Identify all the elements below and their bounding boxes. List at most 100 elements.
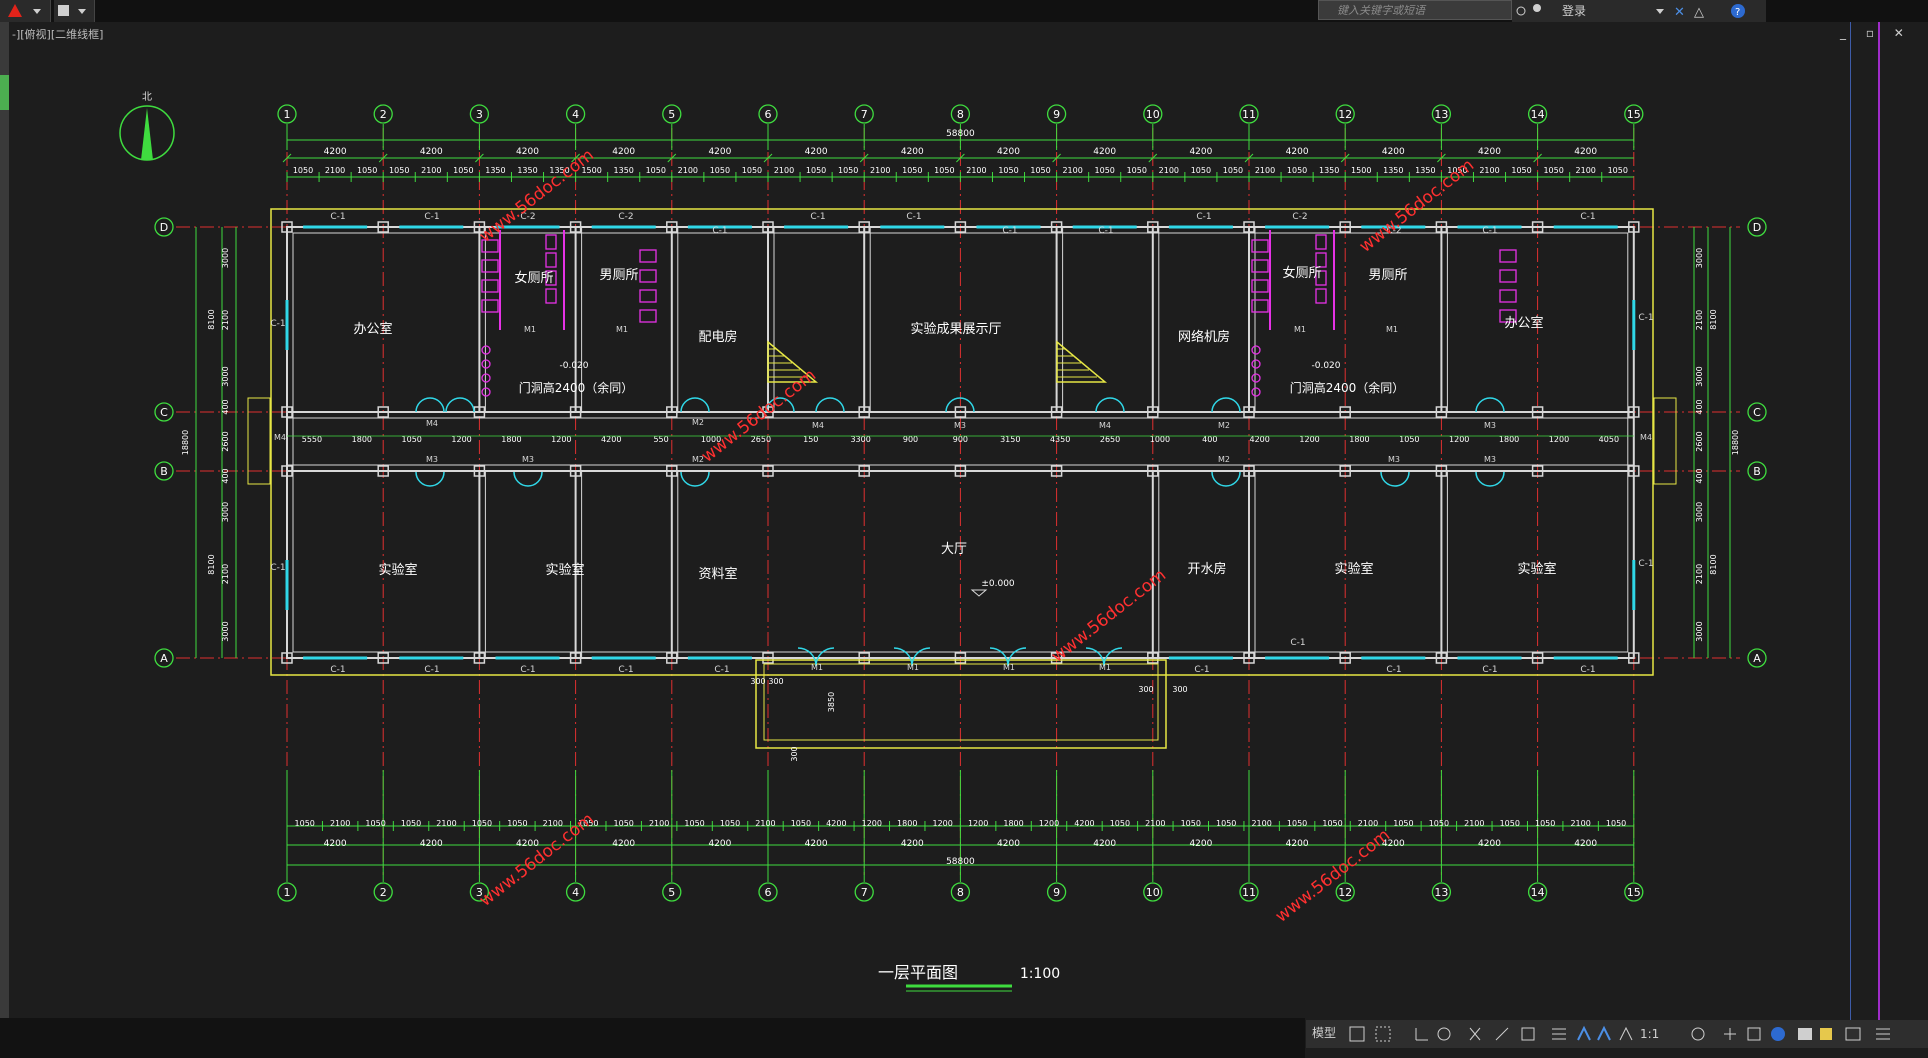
axis-number: 10 [1146, 886, 1160, 899]
viewport-edge-purple [1878, 22, 1880, 1022]
binoculars-icon[interactable] [1516, 6, 1526, 16]
annotation-scale-icon[interactable] [1619, 1026, 1633, 1041]
level-triangle-icon [970, 589, 988, 597]
axis-number: 13 [1434, 886, 1448, 899]
dimension-text: 2100 [221, 310, 230, 330]
viewport-controls-label[interactable]: -][俯视][二维线框] [12, 28, 104, 41]
door-swing [415, 397, 431, 413]
properties-icon[interactable] [1820, 1028, 1832, 1040]
dimension-text: 1050 [1511, 166, 1531, 175]
dimension-text: 300 [1138, 685, 1153, 694]
dimension-text: 2100 [774, 166, 794, 175]
axis-bubble [1527, 104, 1548, 124]
window-tag: C-1 [1386, 665, 1401, 675]
column [1243, 465, 1255, 477]
dimension-text: 4200 [1093, 839, 1116, 849]
dimension-text: 1050 [791, 819, 811, 828]
otrack-icon[interactable] [1495, 1027, 1509, 1041]
auto-scale-icon[interactable] [1597, 1025, 1611, 1041]
window-tag: C-2 [1292, 212, 1307, 222]
axis-bubble [277, 104, 297, 124]
clean-screen-icon[interactable] [1798, 1028, 1812, 1040]
a360-icon[interactable]: △ [1694, 5, 1704, 20]
axis-number: 8 [957, 108, 964, 121]
hardware-acceleration-icon[interactable] [1771, 1027, 1785, 1041]
login-link[interactable]: 登录 [1562, 4, 1587, 18]
chevron-down-icon[interactable] [1656, 9, 1664, 14]
column [281, 406, 293, 418]
model-tab[interactable]: 模型 [1312, 1026, 1337, 1040]
exterior-wall [286, 226, 1635, 659]
dimension-text: 1000 [701, 435, 721, 444]
column [1628, 465, 1640, 477]
dimension-text: 1350 [549, 166, 569, 175]
axis-bubble [154, 461, 174, 481]
door-tag: M1 [1294, 325, 1306, 334]
annotation-scale-value[interactable]: 1:1 [1640, 1027, 1659, 1041]
user-icon[interactable] [1533, 4, 1541, 12]
isolate-icon[interactable] [1747, 1027, 1761, 1041]
dimension-text: 2650 [751, 435, 771, 444]
application-menu-button[interactable] [0, 0, 51, 22]
window-tag: C-1 [1196, 212, 1211, 222]
dimension-text: 1050 [1322, 819, 1342, 828]
window-tag: C-1 [1580, 665, 1595, 675]
dimension-text: 1350 [1319, 166, 1339, 175]
selection-cycle-icon[interactable] [1521, 1027, 1535, 1041]
exchange-icon[interactable]: ✕ [1674, 5, 1685, 20]
door-tag: M3 [522, 455, 534, 464]
polar-icon[interactable] [1437, 1027, 1451, 1041]
dimension-text: 1350 [517, 166, 537, 175]
column [1435, 221, 1448, 233]
toilet-fixture [481, 259, 499, 273]
search-input[interactable]: 键入关键字或短语 [1318, 0, 1512, 20]
snap-icon[interactable] [1375, 1026, 1391, 1042]
door-tag: M1 [1386, 325, 1398, 334]
customize-menu-icon[interactable] [1876, 1028, 1890, 1040]
workspace-gear-icon[interactable] [1691, 1027, 1705, 1041]
door-swing [1109, 397, 1125, 413]
stair [767, 340, 819, 383]
dimension-text: 1200 [932, 819, 952, 828]
dimension-text: 1200 [1039, 819, 1059, 828]
column [377, 406, 389, 418]
toilet-fixture [1315, 270, 1327, 286]
door-tag: M3 [1388, 455, 1400, 464]
osnap-icon[interactable] [1469, 1027, 1481, 1041]
drawing-window-controls[interactable]: _ ▫ ✕ [1840, 26, 1912, 40]
axis-bubble [1046, 882, 1067, 902]
column [1243, 652, 1255, 664]
axis-number: 5 [668, 886, 675, 899]
dimension-text: 1050 [1429, 819, 1449, 828]
annotation-visibility-icon[interactable] [1577, 1025, 1591, 1041]
door-tag: M2 [692, 418, 704, 427]
dimension-text: 1050 [1608, 166, 1628, 175]
column [1050, 406, 1063, 418]
grid-icon[interactable] [1349, 1026, 1365, 1042]
door-tag: M3 [1484, 455, 1496, 464]
quick-access-toolbar[interactable] [54, 0, 95, 22]
dimension-text: 4200 [708, 839, 731, 849]
dimension-total: 58800 [946, 129, 975, 139]
dimension-text: 1050 [1399, 435, 1419, 444]
column [1628, 406, 1640, 418]
fullscreen-icon[interactable] [1845, 1027, 1861, 1041]
dimension-text: 2100 [870, 166, 890, 175]
door-swing [1225, 471, 1241, 487]
room-label-lab4: 实验室 [1517, 561, 1556, 577]
dimension-text: 1050 [646, 166, 666, 175]
palette-tab[interactable] [0, 75, 9, 110]
drawing-canvas[interactable]: 北112233445566778899101011111212131314141… [0, 0, 1928, 1018]
application-title-bar: 键入关键字或短语 登录 ✕△? [0, 0, 1928, 22]
entrance-door [1103, 647, 1123, 667]
dimension-text: 1050 [1393, 819, 1413, 828]
ortho-icon[interactable] [1415, 1028, 1428, 1041]
axis-number: 7 [861, 108, 868, 121]
toilet-fixture [639, 269, 657, 283]
help-icon[interactable] [1731, 4, 1745, 18]
dimension-text: 1050 [614, 819, 634, 828]
dimension-text: 2100 [330, 819, 350, 828]
lineweight-icon[interactable] [1552, 1028, 1566, 1040]
door-tag: M4 [812, 421, 824, 430]
plus-icon[interactable] [1724, 1028, 1736, 1040]
